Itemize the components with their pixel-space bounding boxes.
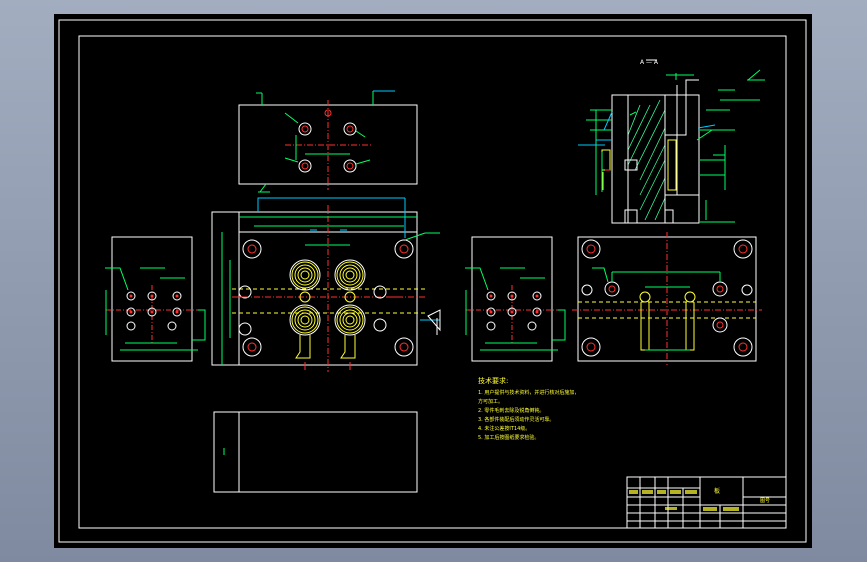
section-body	[611, 94, 700, 224]
section-arrow	[427, 309, 441, 332]
plate-outline	[111, 236, 193, 362]
note-line: 方可加工。	[478, 398, 503, 405]
section-view-aa[interactable]: A — A	[578, 59, 765, 224]
guide-stems	[295, 335, 356, 359]
outer-frame	[58, 19, 807, 543]
note-line: 1. 用户提供与技术资料，并进行核对后施加，	[478, 389, 579, 396]
leaders	[578, 111, 716, 146]
main-front-view[interactable]	[211, 197, 441, 372]
right-side-view[interactable]	[465, 236, 566, 362]
bolt-hole	[343, 159, 357, 173]
plate-outline	[213, 411, 418, 493]
inner-border	[78, 35, 787, 529]
note-line: 3. 各部件装配后须动作灵活可靠。	[478, 416, 554, 423]
part-name: 板	[714, 487, 720, 495]
note-line: 2. 零件毛刺去除及锐角倒钝。	[478, 407, 544, 414]
hatch	[627, 99, 666, 221]
drawing-id: 图号	[760, 498, 770, 504]
note-line: 4. 未注公差按IT14级。	[478, 425, 530, 432]
hole-group	[298, 109, 357, 173]
top-plate-view[interactable]	[238, 90, 418, 193]
dimensions	[586, 69, 765, 223]
bottom-plate-view[interactable]	[213, 411, 418, 493]
drawing-sheet[interactable]: A — A	[54, 14, 812, 548]
dimensions	[221, 216, 440, 365]
dimensions	[256, 90, 395, 193]
cad-drawing: A — A	[58, 19, 807, 543]
corner-holes	[238, 239, 414, 357]
dimensions	[592, 267, 721, 351]
bushing-group	[291, 261, 364, 334]
bolt-hole	[298, 122, 312, 136]
plate-outline	[471, 236, 553, 362]
title-block[interactable]: 板 图号	[626, 476, 787, 529]
bolt-hole	[298, 159, 312, 173]
left-side-view[interactable]	[105, 236, 206, 362]
technical-notes: 技术要求: 1. 用户提供与技术资料，并进行核对后施加， 方可加工。 2. 零件…	[478, 376, 579, 441]
dimensions	[105, 267, 206, 351]
bolt-hole	[343, 122, 357, 136]
note-line: 5. 加工后按图纸要求检验。	[478, 434, 539, 441]
section-label: A — A	[640, 59, 659, 66]
hole-group	[486, 291, 542, 331]
corner-holes	[581, 239, 753, 357]
hole-group	[126, 291, 182, 331]
dimensions	[465, 267, 566, 351]
far-right-view[interactable]	[572, 232, 762, 365]
notes-title: 技术要求:	[478, 376, 508, 385]
